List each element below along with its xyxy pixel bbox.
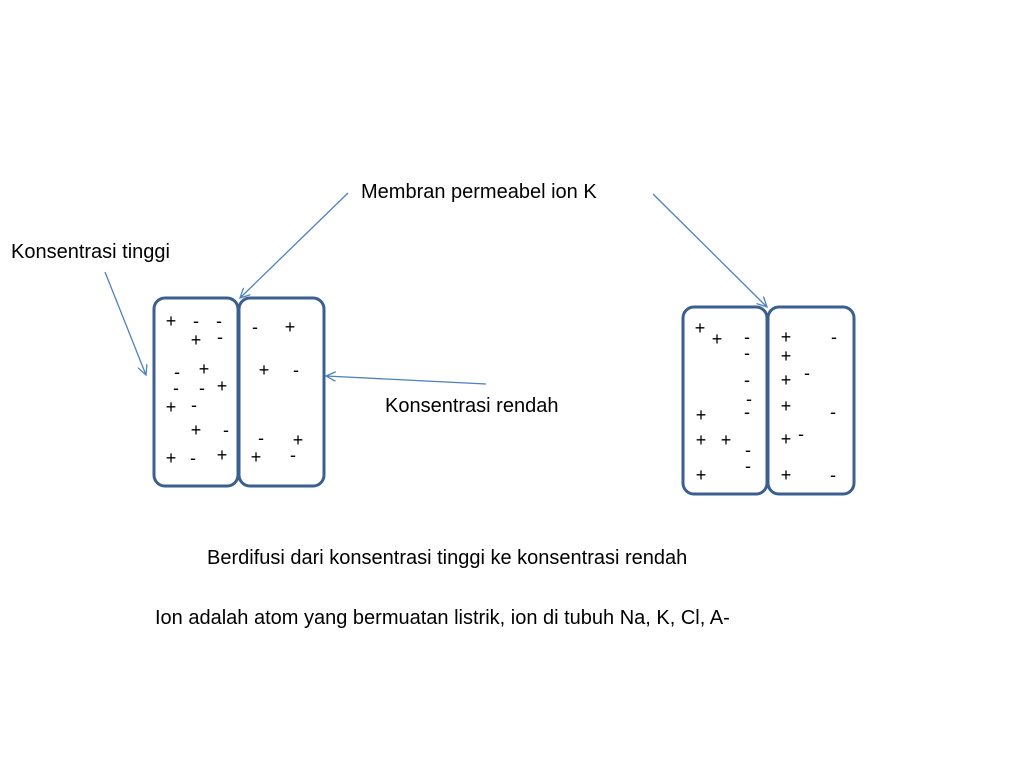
positive-ion-sign: + [696, 465, 707, 485]
positive-ion-sign: + [191, 330, 202, 350]
positive-ion-sign: + [166, 311, 177, 331]
negative-ion-sign: - [830, 465, 836, 485]
left-diagram-compartment-low [237, 296, 326, 488]
positive-ion-sign: + [166, 448, 177, 468]
negative-ion-sign: - [804, 363, 810, 383]
positive-ion-sign: + [696, 430, 707, 450]
positive-ion-sign: + [695, 318, 706, 338]
left-diagram-high-ion-signs: +--+--+--++-+-+-+ [166, 311, 229, 468]
right-diagram-left-ion-signs: ++----+-++--+ [695, 318, 752, 485]
positive-ion-sign: + [781, 396, 792, 416]
positive-ion-sign: + [166, 397, 177, 417]
negative-ion-sign: - [831, 327, 837, 347]
negative-ion-sign: - [798, 424, 804, 444]
positive-ion-sign: + [251, 447, 262, 467]
negative-ion-sign: - [216, 311, 222, 331]
negative-ion-sign: - [174, 362, 180, 382]
arrow-membrane-to-left-diagram [240, 192, 349, 298]
negative-ion-sign: - [199, 378, 205, 398]
low-concentration-label: Konsentrasi rendah [385, 395, 559, 417]
arrow-high-concentration [104, 271, 146, 375]
positive-ion-sign: + [781, 327, 792, 347]
positive-ion-sign: + [781, 429, 792, 449]
negative-ion-sign: - [293, 360, 299, 380]
arrow-membrane-to-right-diagram [652, 193, 767, 307]
positive-ion-sign: + [696, 405, 707, 425]
negative-ion-sign: - [745, 440, 751, 460]
negative-ion-sign: - [744, 327, 750, 347]
negative-ion-sign: - [258, 428, 264, 448]
arrow-low-concentration [326, 376, 487, 385]
positive-ion-sign: + [217, 445, 228, 465]
negative-ion-sign: - [746, 389, 752, 409]
left-diagram-low-ion-signs: -++--++- [251, 317, 304, 467]
negative-ion-sign: - [217, 327, 223, 347]
positive-ion-sign: + [721, 430, 732, 450]
positive-ion-sign: + [199, 359, 210, 379]
negative-ion-sign: - [744, 343, 750, 363]
negative-ion-sign: - [744, 402, 750, 422]
high-concentration-label: Konsentrasi tinggi [11, 241, 170, 263]
negative-ion-sign: - [252, 317, 258, 337]
negative-ion-sign: - [745, 456, 751, 476]
diffusion-caption: Berdifusi dari konsentrasi tinggi ke kon… [207, 547, 688, 569]
negative-ion-sign: - [190, 448, 196, 468]
positive-ion-sign: + [712, 329, 723, 349]
positive-ion-sign: + [293, 430, 304, 450]
negative-ion-sign: - [744, 370, 750, 390]
positive-ion-sign: + [781, 370, 792, 390]
right-diagram-compartment-right [766, 305, 856, 496]
positive-ion-sign: + [191, 420, 202, 440]
ion-caption: Ion adalah atom yang bermuatan listrik, … [155, 607, 730, 629]
positive-ion-sign: + [285, 317, 296, 337]
positive-ion-sign: + [259, 360, 270, 380]
negative-ion-sign: - [290, 445, 296, 465]
negative-ion-sign: - [830, 402, 836, 422]
right-diagram-right-ion-signs: +-++-+-+-+- [781, 327, 837, 485]
negative-ion-sign: - [193, 311, 199, 331]
positive-ion-sign: + [781, 465, 792, 485]
positive-ion-sign: + [217, 376, 228, 396]
negative-ion-sign: - [191, 395, 197, 415]
negative-ion-sign: - [223, 420, 229, 440]
positive-ion-sign: + [781, 346, 792, 366]
membrane-label: Membran permeabel ion K [361, 181, 597, 203]
negative-ion-sign: - [173, 378, 179, 398]
